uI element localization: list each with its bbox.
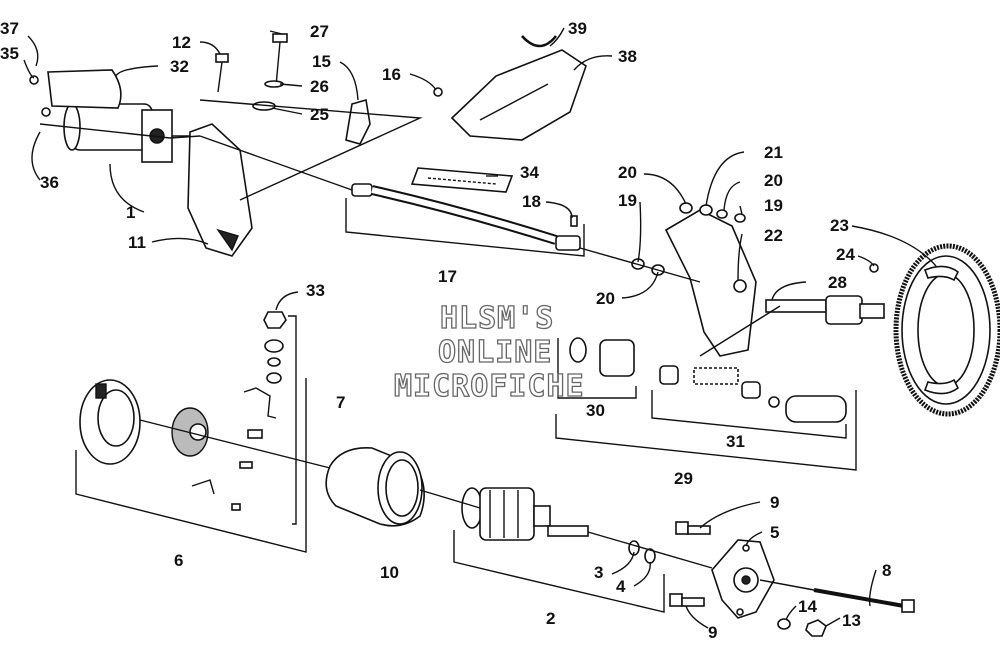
callout-36: 36 bbox=[40, 173, 59, 192]
callout-19-right: 19 bbox=[764, 196, 783, 215]
callout-29: 29 bbox=[674, 469, 693, 488]
callout-labels: 37 35 32 12 27 26 25 15 16 36 1 11 39 38… bbox=[0, 19, 891, 642]
clip-part-39 bbox=[521, 35, 558, 48]
callout-6: 6 bbox=[174, 551, 183, 570]
pinion-shaft-part-28 bbox=[765, 295, 885, 325]
callout-26: 26 bbox=[310, 77, 329, 96]
callout-21: 21 bbox=[764, 143, 783, 162]
callout-30: 30 bbox=[586, 401, 605, 420]
screw-part-9-lower bbox=[669, 593, 705, 607]
callout-25: 25 bbox=[310, 105, 329, 124]
ring-gear-part-23 bbox=[893, 243, 1000, 417]
callout-14: 14 bbox=[798, 597, 817, 616]
spring-part-31 bbox=[659, 365, 847, 423]
through-bolt-part-8 bbox=[813, 588, 915, 613]
callout-16: 16 bbox=[382, 65, 401, 84]
callout-32: 32 bbox=[170, 57, 189, 76]
callout-2: 2 bbox=[546, 609, 555, 628]
clamp-part-15 bbox=[345, 98, 371, 145]
callout-4: 4 bbox=[616, 577, 626, 596]
callout-9-upper: 9 bbox=[770, 493, 779, 512]
callout-35: 35 bbox=[0, 44, 19, 63]
bracket-part-22 bbox=[664, 209, 757, 357]
cover-part-38 bbox=[450, 49, 587, 141]
callout-8: 8 bbox=[882, 561, 891, 580]
callout-34: 34 bbox=[520, 163, 539, 182]
nut-part-13 bbox=[805, 619, 827, 637]
callout-3: 3 bbox=[594, 563, 603, 582]
callout-1: 1 bbox=[126, 203, 135, 222]
callout-11: 11 bbox=[128, 233, 146, 252]
terminal-kit-part-7 bbox=[243, 311, 287, 419]
brush-plate bbox=[171, 407, 263, 511]
callout-10: 10 bbox=[380, 563, 399, 582]
bolt-part-27 bbox=[272, 33, 288, 87]
callout-23: 23 bbox=[830, 216, 849, 235]
callout-7: 7 bbox=[336, 393, 345, 412]
starter-cover-part-32 bbox=[47, 69, 122, 109]
callout-39: 39 bbox=[568, 19, 587, 38]
callout-18: 18 bbox=[522, 192, 541, 211]
starter-motor-part-1 bbox=[63, 103, 200, 163]
callout-15: 15 bbox=[312, 52, 331, 71]
end-cap-part-6 bbox=[79, 379, 141, 465]
callout-38: 38 bbox=[618, 47, 637, 66]
screw-part-36 bbox=[41, 107, 51, 117]
callout-17: 17 bbox=[438, 267, 457, 286]
screw-part-24 bbox=[869, 263, 879, 273]
callout-28: 28 bbox=[828, 273, 847, 292]
callout-22: 22 bbox=[764, 226, 783, 245]
screw-part-9-upper bbox=[675, 521, 711, 535]
decal-part-34 bbox=[410, 167, 514, 193]
washer-part-14 bbox=[777, 618, 791, 630]
housing-part-10 bbox=[325, 447, 425, 527]
end-plate-part-5 bbox=[711, 539, 775, 619]
battery-cable-part-17 bbox=[351, 183, 581, 251]
screw-part-35 bbox=[29, 75, 39, 85]
terminal-part-18 bbox=[570, 215, 578, 227]
mounting-bracket-part-11 bbox=[187, 123, 253, 257]
callout-37: 37 bbox=[0, 19, 19, 38]
callout-9-lower: 9 bbox=[708, 623, 717, 642]
callout-19-left: 19 bbox=[618, 191, 637, 210]
bolt-part-12 bbox=[215, 53, 229, 93]
watermark: HLSM'S ONLINE MICROFICHE bbox=[393, 300, 585, 404]
callout-20-bottom: 20 bbox=[596, 289, 615, 308]
callout-12: 12 bbox=[172, 33, 191, 52]
watermark-line-3: MICROFICHE bbox=[394, 369, 585, 404]
callout-27: 27 bbox=[310, 22, 329, 41]
drive-gear-part-30 bbox=[569, 337, 635, 377]
callout-33: 33 bbox=[306, 281, 325, 300]
leader-lines bbox=[23, 27, 937, 629]
callout-20-right: 20 bbox=[764, 171, 783, 190]
callout-5: 5 bbox=[770, 523, 779, 542]
callout-24: 24 bbox=[836, 245, 855, 264]
armature-part-2 bbox=[461, 487, 589, 541]
callout-20-top: 20 bbox=[618, 163, 637, 182]
watermark-line-2: ONLINE bbox=[438, 335, 552, 370]
watermark-line-1: HLSM'S bbox=[440, 301, 554, 336]
callout-13: 13 bbox=[842, 611, 861, 630]
callout-31: 31 bbox=[726, 432, 745, 451]
